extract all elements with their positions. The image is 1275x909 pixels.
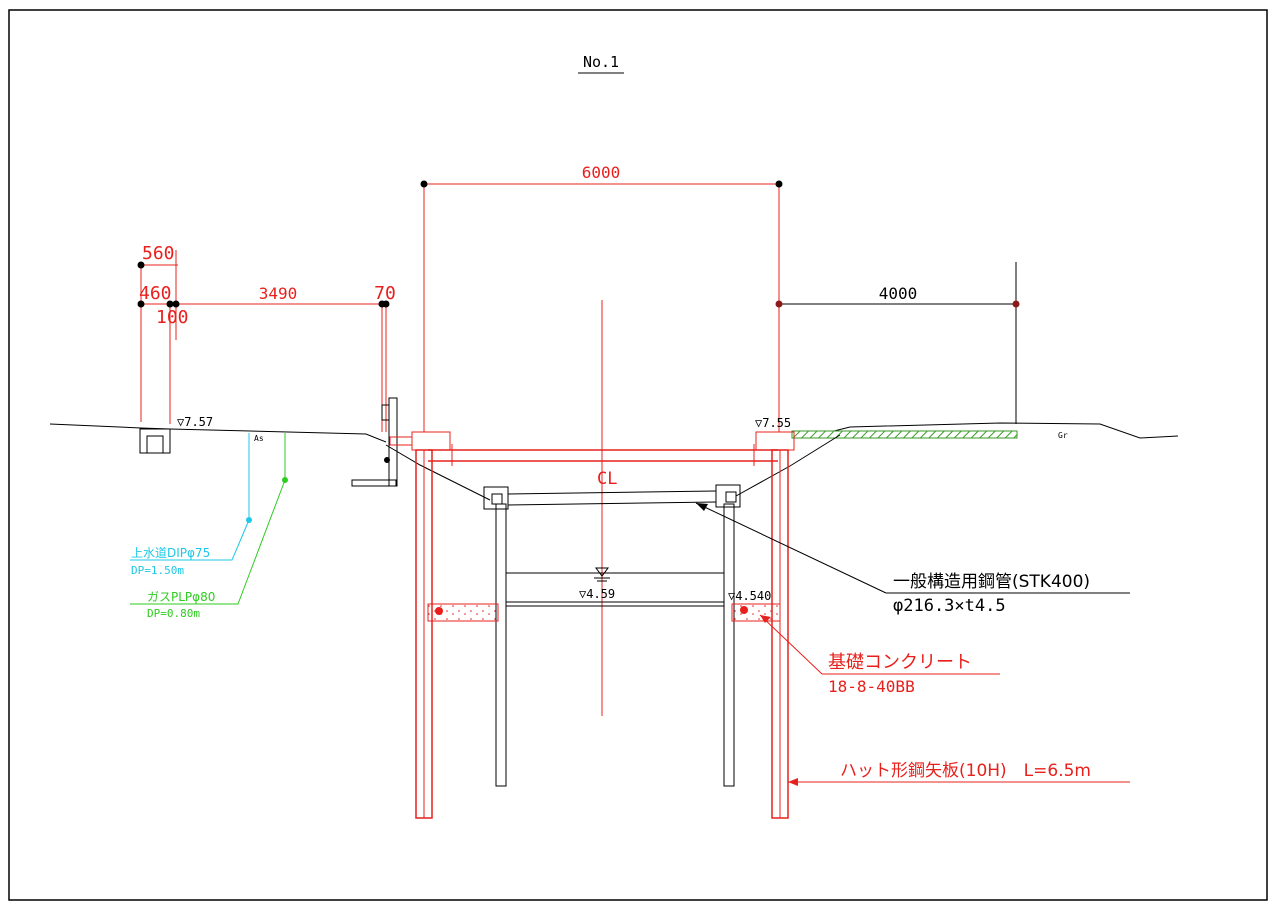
- sheet-pile-callout: ハット形鋼矢板(10H) L=6.5m: [788, 761, 1130, 786]
- drawing-title: No.1: [583, 53, 619, 71]
- ground-left: ▽7.57 As: [49, 415, 387, 454]
- water-pipe-label: 上水道DIPφ75: [131, 546, 210, 560]
- level-base: ▽4.540: [728, 589, 771, 603]
- concrete-name: 基礎コンクリート: [828, 652, 972, 673]
- dimension-6000: 6000: [420, 163, 783, 432]
- foundation-concrete-left: [427, 603, 499, 622]
- excavation-slope-left: [385, 444, 491, 501]
- steel-pipe-name: 一般構造用鋼管(STK400): [893, 572, 1090, 592]
- steel-pipe-strut: [507, 490, 717, 506]
- dimension-460-label: 460: [139, 283, 172, 304]
- ground-right: ▽7.55 Gr: [755, 416, 1179, 440]
- dimension-4000: 4000: [775, 262, 1020, 424]
- level-right-ground: ▽7.55: [755, 416, 791, 430]
- surface-right-label: Gr: [1058, 431, 1068, 440]
- green-hatch: [791, 430, 1018, 439]
- steel-pipe-callout: 一般構造用鋼管(STK400) φ216.3×t4.5: [695, 502, 1130, 616]
- cap-beams: [411, 431, 795, 466]
- dimension-left-group: 560 460 100 3490 70: [137, 243, 396, 432]
- water-level-symbol: [594, 567, 610, 582]
- dimension-560-label: 560: [142, 243, 175, 264]
- dimension-70-label: 70: [374, 283, 396, 304]
- sheet-pile-left: [415, 449, 433, 819]
- foundation-concrete-right: [731, 603, 781, 622]
- dimension-4000-label: 4000: [879, 284, 918, 303]
- gas-pipe-leader: ガスPLPφ80 DP=0.80m: [130, 433, 288, 620]
- dimension-6000-label: 6000: [582, 163, 621, 182]
- water-pipe-depth: DP=1.50m: [131, 564, 184, 577]
- steel-pipe-spec: φ216.3×t4.5: [893, 596, 1006, 616]
- drawing-border: [8, 9, 1268, 901]
- retaining-wall: [351, 397, 413, 487]
- concrete-spec: 18-8-40BB: [828, 677, 915, 696]
- excavation-slope-right: [735, 434, 841, 497]
- water-pipe-leader: 上水道DIPφ75 DP=1.50m: [130, 433, 252, 577]
- inner-columns: [483, 484, 741, 787]
- concrete-callout: 基礎コンクリート 18-8-40BB: [759, 614, 1000, 696]
- sheet-pile-label: ハット形鋼矢板(10H) L=6.5m: [840, 761, 1091, 781]
- gas-pipe-label: ガスPLPφ80: [147, 590, 215, 604]
- gas-pipe-depth: DP=0.80m: [147, 607, 200, 620]
- lower-struts: [506, 572, 724, 607]
- centerline-symbol: CL: [597, 469, 617, 489]
- left-gutter: [139, 428, 171, 454]
- dimension-100-label: 100: [156, 307, 189, 328]
- level-left-ground: ▽7.57: [177, 415, 213, 429]
- level-water: ▽4.59: [579, 587, 615, 601]
- surface-left-label: As: [254, 434, 264, 443]
- dimension-3490-label: 3490: [259, 284, 298, 303]
